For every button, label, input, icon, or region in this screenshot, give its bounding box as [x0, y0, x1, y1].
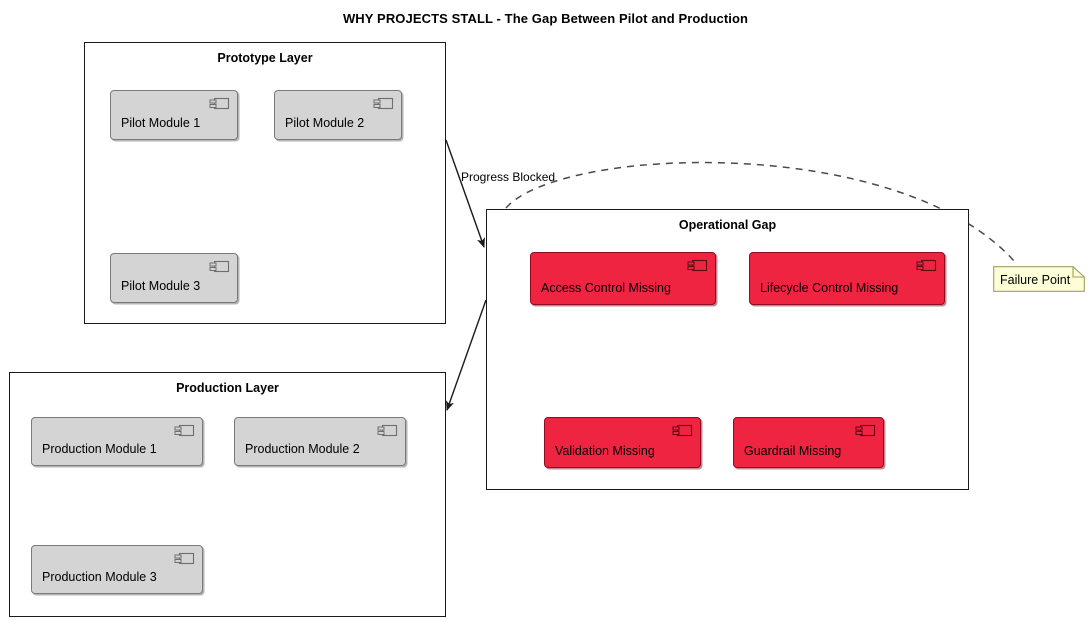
uml-component-icon: [209, 260, 230, 273]
component-pilot-module-1[interactable]: Pilot Module 1: [110, 90, 238, 140]
layer-production[interactable]: Production Layer Production Module 1 Pro…: [9, 372, 446, 617]
layer-operational-gap[interactable]: Operational Gap Access Control Missing L…: [486, 209, 969, 490]
uml-component-icon: [373, 97, 394, 110]
uml-component-icon: [377, 424, 398, 437]
component-label: Guardrail Missing: [744, 444, 842, 458]
uml-component-icon: [672, 424, 693, 437]
uml-component-icon: [209, 97, 230, 110]
component-lifecycle-control-missing[interactable]: Lifecycle Control Missing: [749, 252, 945, 305]
page-title: WHY PROJECTS STALL - The Gap Between Pil…: [342, 11, 749, 26]
uml-component-icon: [174, 552, 195, 565]
layer-prototype[interactable]: Prototype Layer Pilot Module 1 Pilot Mod…: [84, 42, 446, 324]
component-guardrail-missing[interactable]: Guardrail Missing: [733, 417, 884, 468]
layer-title-production: Production Layer: [176, 381, 279, 395]
uml-component-icon: [916, 259, 937, 272]
component-label: Production Module 1: [42, 442, 157, 456]
uml-component-icon: [855, 424, 876, 437]
component-label: Pilot Module 2: [285, 116, 365, 130]
component-label: Lifecycle Control Missing: [760, 281, 899, 295]
component-label: Access Control Missing: [541, 281, 671, 295]
note-label: Failure Point: [1000, 273, 1071, 287]
edge-prototype-to-gap: [445, 139, 485, 248]
layer-title-operational-gap: Operational Gap: [678, 218, 777, 232]
layer-title-prototype: Prototype Layer: [217, 51, 313, 65]
component-label: Production Module 3: [42, 570, 157, 584]
component-label: Pilot Module 1: [121, 116, 201, 130]
component-production-module-2[interactable]: Production Module 2: [234, 417, 406, 466]
component-pilot-module-2[interactable]: Pilot Module 2: [274, 90, 402, 140]
component-production-module-1[interactable]: Production Module 1: [31, 417, 203, 466]
component-validation-missing[interactable]: Validation Missing: [544, 417, 701, 468]
component-label: Production Module 2: [245, 442, 360, 456]
note-failure-point[interactable]: Failure Point: [993, 266, 1085, 292]
component-pilot-module-3[interactable]: Pilot Module 3: [110, 253, 238, 303]
uml-component-icon: [174, 424, 195, 437]
edge-label-progress-blocked: Progress Blocked: [461, 170, 556, 184]
component-label: Validation Missing: [555, 444, 655, 458]
component-production-module-3[interactable]: Production Module 3: [31, 545, 203, 594]
uml-component-icon: [687, 259, 708, 272]
edge-gap-to-production: [446, 299, 487, 411]
component-access-control-missing[interactable]: Access Control Missing: [530, 252, 716, 305]
note-shape: [993, 266, 1085, 292]
component-label: Pilot Module 3: [121, 279, 201, 293]
